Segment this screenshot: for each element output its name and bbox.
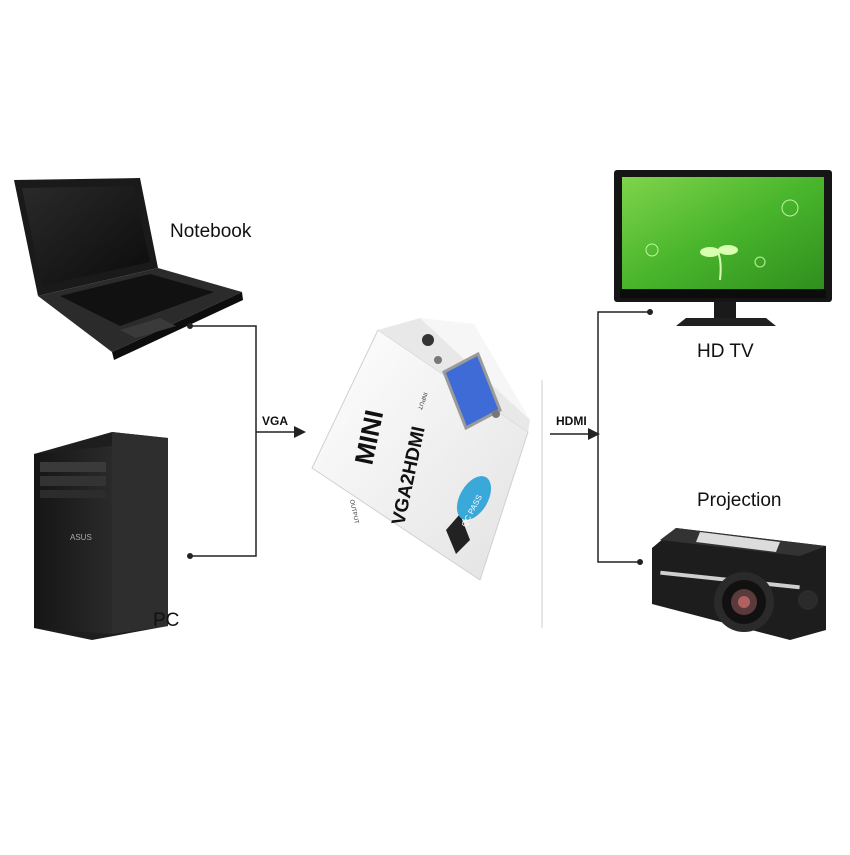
- projector-icon: [652, 528, 826, 640]
- pc-label: PC: [153, 610, 180, 631]
- projection-label: Projection: [697, 490, 782, 511]
- qc-badge-icon: [456, 476, 492, 520]
- vga-port-icon: [434, 351, 502, 431]
- converter-output-port: OUTPUT: [348, 499, 359, 525]
- laptop-icon: [14, 178, 243, 360]
- svg-text:ASUS: ASUS: [70, 533, 92, 542]
- desktop-tower-icon: ASUS: [34, 432, 168, 640]
- monitor-icon: [614, 170, 832, 326]
- hdmi-connection-label: HDMI: [556, 414, 587, 428]
- pc-connection-dot: [187, 553, 193, 559]
- hdtv-label: HD TV: [697, 341, 754, 362]
- hdmi-port-icon: [446, 514, 470, 554]
- tv-connection-dot: [647, 309, 653, 315]
- vga-connection-label: VGA: [262, 414, 289, 428]
- vga-connector-lines: [190, 325, 298, 557]
- hdmi-connector-lines: [550, 311, 650, 563]
- projector-connection-dot: [637, 559, 643, 565]
- converter-box-icon: QC PASS MINI VGA2HDMI INPUT OUTPUT: [311, 318, 530, 581]
- notebook-label: Notebook: [170, 221, 252, 242]
- hdmi-arrow-icon: [588, 428, 600, 440]
- converter-input-port: INPUT: [416, 391, 428, 410]
- notebook-connection-dot: [187, 323, 193, 329]
- vga-arrow-icon: [294, 426, 306, 438]
- audio-jack-icon: [422, 334, 434, 346]
